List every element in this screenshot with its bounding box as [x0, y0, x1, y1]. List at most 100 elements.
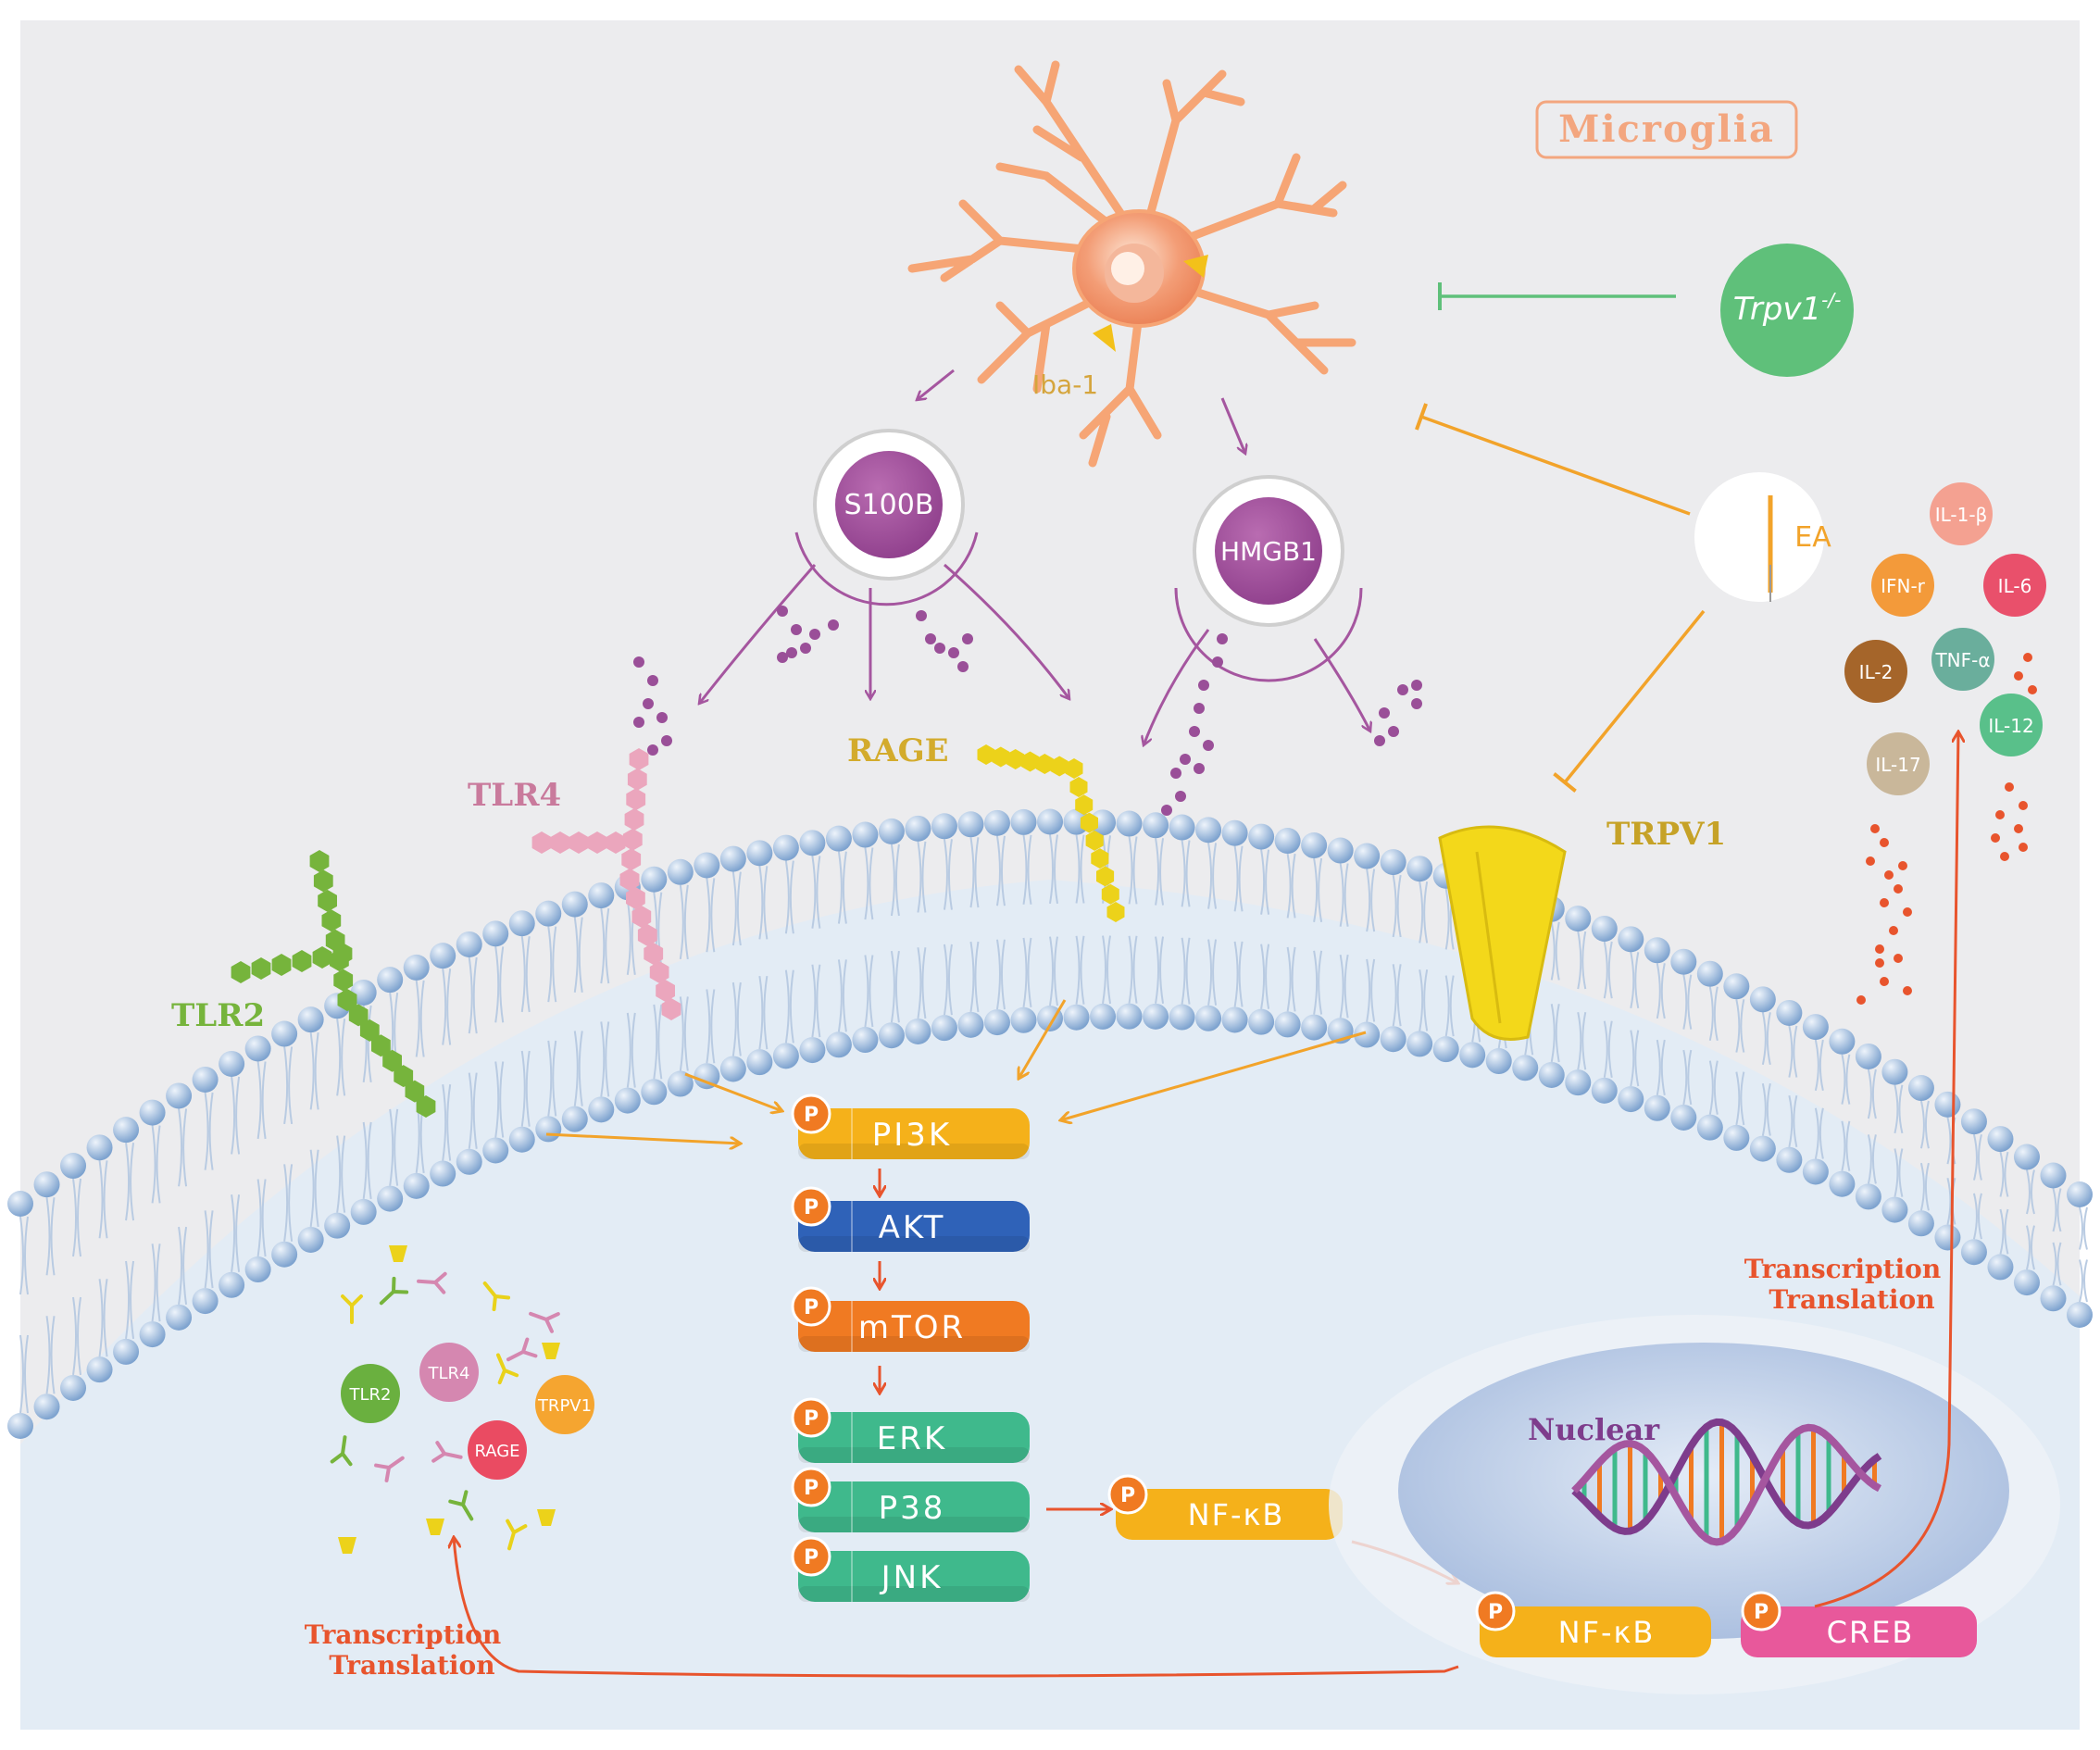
- phospho-icon: [791, 1286, 831, 1327]
- trpv1-channel: [1438, 825, 1567, 1041]
- microglia-title-box: Microglia: [1535, 100, 1798, 159]
- receptor-fragment-icon: [330, 1435, 353, 1467]
- arrow-nucleus-to-receptors: [454, 1537, 1459, 1678]
- rage-receptor: [977, 744, 1125, 922]
- phospho-icon: [791, 1094, 831, 1134]
- s100b-label: S100B: [844, 489, 934, 521]
- hmgb1-label: HMGB1: [1220, 536, 1317, 567]
- svg-text:TRPV1: TRPV1: [537, 1396, 592, 1416]
- membrane-tails: [19, 834, 2088, 1414]
- phospho-label: P: [804, 1296, 819, 1319]
- arrow-rage-to-pi3k: [1019, 999, 1067, 1079]
- nfkb-nucleus-label: NF-κB: [1558, 1615, 1656, 1650]
- receptor-fragment-icon: [379, 1276, 409, 1306]
- receptor-bubble-tlr2: TLR2: [341, 1364, 400, 1423]
- trpv1-fragment-icon: [389, 1245, 407, 1262]
- cascade-label: P38: [879, 1490, 946, 1527]
- cascade-label: JNK: [880, 1559, 944, 1596]
- transcription-label-left: Transcription: [305, 1619, 501, 1650]
- receptor-fragment-icon: [374, 1456, 405, 1482]
- trpv1-fragment-icon: [426, 1519, 444, 1535]
- tlr4-receptor: [531, 748, 681, 1020]
- trpv1-knockout-label: Trpv1-/-: [1733, 289, 1842, 328]
- arrow-s100b-right: [944, 563, 1069, 699]
- cascade-node-pi3k: P PI3K: [791, 1094, 1030, 1159]
- cytokine-il-1-: IL-1-β: [1930, 482, 1993, 545]
- trpv1-fragment-icon: [537, 1509, 556, 1526]
- cytokine-il-2: IL-2: [1844, 640, 1907, 703]
- s100b-vesicle: S100B: [794, 429, 979, 606]
- svg-text:RAGE: RAGE: [474, 1442, 519, 1461]
- svg-text:IL-17: IL-17: [1875, 754, 1920, 776]
- hmgb1-vesicle: HMGB1: [1174, 475, 1363, 682]
- arrow-hmgb1-right: [1313, 638, 1370, 731]
- svg-text:TLR2: TLR2: [349, 1385, 392, 1405]
- receptor-bubble-tlr4: TLR4: [419, 1343, 479, 1402]
- nfkb-cyto-label: NF-κB: [1188, 1497, 1285, 1532]
- cytokine-tnf-: TNF-α: [1931, 628, 1994, 691]
- cascade-node-erk: P ERK: [791, 1397, 1030, 1463]
- svg-text:TNF-α: TNF-α: [1934, 649, 1990, 671]
- cytokine-il-12: IL-12: [1980, 694, 2043, 756]
- phospho-icon: [791, 1467, 831, 1507]
- iba1-label: Iba-1: [1032, 369, 1098, 400]
- receptor-fragment-icon: [431, 1441, 463, 1463]
- arrow-microglia-to-s100b: [917, 369, 955, 400]
- cascade-node-p38: P P38: [791, 1467, 1030, 1532]
- nfkb-cyto-phospho: P: [1120, 1484, 1135, 1507]
- arrow-trpv1-to-pi3k: [1060, 1031, 1367, 1120]
- receptor-fragment-icon: [495, 1353, 519, 1385]
- svg-text:IL-6: IL-6: [1998, 575, 2032, 597]
- receptor-fragment-icon: [529, 1311, 560, 1333]
- trpv1-label: TRPV1: [1606, 816, 1726, 853]
- nucleus-label: Nuclear: [1528, 1412, 1660, 1447]
- tlr4-label: TLR4: [468, 777, 561, 814]
- cytokine-ifn-r: IFN-r: [1871, 554, 1934, 617]
- trpv1-fragment-icon: [338, 1537, 356, 1554]
- nucleus: [1398, 1343, 2009, 1639]
- nfkb-nucleus: P NF-κB: [1475, 1591, 1711, 1657]
- microglia-cell: [907, 60, 1356, 468]
- receptor-fragment-icon: [341, 1294, 363, 1324]
- phospho-icon: [791, 1186, 831, 1227]
- phospho-label: P: [804, 1407, 819, 1431]
- trpv1-fragment-icon: [542, 1343, 560, 1359]
- cascade-label: ERK: [877, 1420, 947, 1457]
- creb-nucleus: P CREB: [1741, 1591, 1977, 1657]
- creb-phospho: P: [1754, 1601, 1769, 1624]
- rage-label: RAGE: [847, 732, 949, 769]
- nfkb-nucleus-phospho: P: [1488, 1601, 1503, 1624]
- arrow-tlr4-to-pi3k: [684, 1072, 782, 1111]
- cascade-node-jnk: P JNK: [791, 1536, 1030, 1602]
- receptor-bubble-rage: RAGE: [468, 1420, 527, 1480]
- ea-label: EA: [1794, 521, 1831, 554]
- arrow-creb-to-cytokines: [1814, 731, 1958, 1608]
- translation-label-left: Translation: [329, 1650, 494, 1681]
- arrow-tlr2-to-pi3k: [545, 1132, 741, 1144]
- cascade-label: mTOR: [858, 1309, 966, 1346]
- arrow-microglia-to-hmgb1: [1220, 397, 1245, 454]
- trpv1-knockout-node: Trpv1-/-: [1720, 244, 1854, 377]
- svg-text:IL-1-β: IL-1-β: [1935, 504, 1988, 526]
- phospho-label: P: [804, 1104, 819, 1127]
- arrow-s100b-left: [699, 564, 817, 704]
- cytokine-particles: [1856, 653, 2037, 1005]
- arrow-hmgb1-left: [1144, 629, 1210, 745]
- phospho-icon: [791, 1536, 831, 1577]
- phospho-label: P: [804, 1196, 819, 1219]
- ligand-particles: [633, 606, 1422, 816]
- phospho-label: P: [804, 1477, 819, 1500]
- microglia-title: Microglia: [1558, 107, 1775, 151]
- cascade-label: PI3K: [872, 1117, 952, 1154]
- inhibit-ea-trpv1: [1553, 609, 1706, 794]
- transcription-label-right: Transcription: [1744, 1254, 1941, 1284]
- receptor-fragment-icon: [506, 1337, 538, 1362]
- svg-text:IL-12: IL-12: [1988, 715, 2033, 737]
- phospho-label: P: [804, 1546, 819, 1569]
- cytokine-il-17: IL-17: [1867, 732, 1930, 795]
- receptor-fragment-icon: [482, 1281, 511, 1312]
